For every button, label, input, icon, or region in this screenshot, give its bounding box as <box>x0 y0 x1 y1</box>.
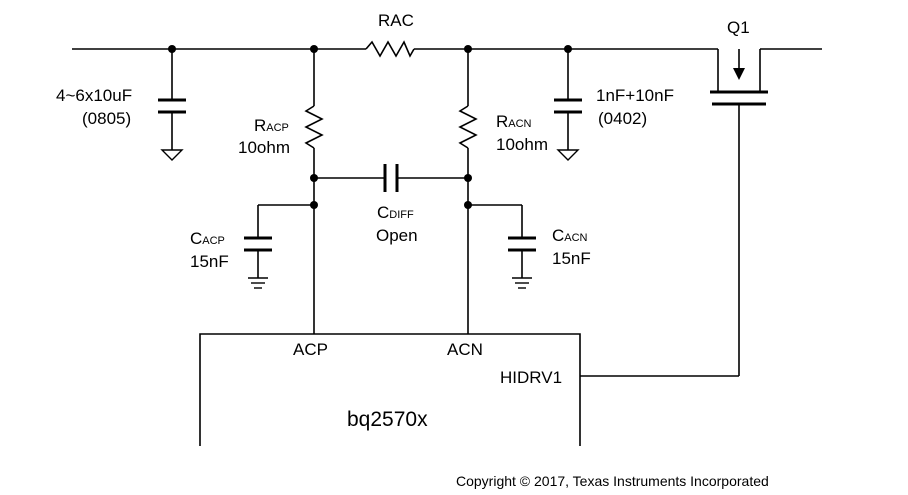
pin-hidrv1-label: HIDRV1 <box>500 368 562 387</box>
racn-value: 10ohm <box>496 135 548 154</box>
cacp-label: CACP <box>190 229 225 248</box>
junction-dots <box>168 45 572 209</box>
chip-name: bq2570x <box>347 408 428 431</box>
pin-acp-label: ACP <box>293 340 328 359</box>
q1-label: Q1 <box>727 18 750 37</box>
ground-icon <box>248 277 268 289</box>
input-capacitor: 4~6x10uF (0805) <box>56 49 186 161</box>
output-cap-value: 1nF+10nF <box>596 86 674 105</box>
cacp-value: 15nF <box>190 252 229 271</box>
q1-mosfet: Q1 <box>710 18 768 376</box>
bq2570x-chip: ACP ACN HIDRV1 bq2570x <box>199 333 581 446</box>
racp-resistor: RACP 10ohm <box>238 49 324 334</box>
ground-symbol <box>160 149 184 161</box>
rac-resistor: RAC <box>365 11 415 58</box>
output-cap-package: (0402) <box>598 109 647 128</box>
pin-acn-label: ACN <box>447 340 483 359</box>
cdiff-capacitor: CDIFF Open <box>314 164 468 245</box>
output-capacitor: 1nF+10nF (0402) <box>554 49 674 161</box>
ground-icon <box>512 277 532 289</box>
copyright-text: Copyright © 2017, Texas Instruments Inco… <box>456 473 769 489</box>
ground-symbol <box>556 149 580 161</box>
input-cap-package: (0805) <box>82 109 131 128</box>
rac-label: RAC <box>378 11 414 30</box>
cacn-value: 15nF <box>552 249 591 268</box>
cdiff-label: CDIFF <box>377 203 414 222</box>
racp-value: 10ohm <box>238 138 290 157</box>
racn-resistor: RACN 10ohm <box>458 49 548 334</box>
racn-label: RACN <box>496 112 532 131</box>
racp-label: RACP <box>254 116 289 135</box>
cacn-capacitor: CACN 15nF <box>468 204 591 289</box>
input-cap-value: 4~6x10uF <box>56 86 132 105</box>
cacn-label: CACN <box>552 226 588 245</box>
cdiff-value: Open <box>376 226 418 245</box>
cacp-capacitor: CACP 15nF <box>190 204 314 289</box>
